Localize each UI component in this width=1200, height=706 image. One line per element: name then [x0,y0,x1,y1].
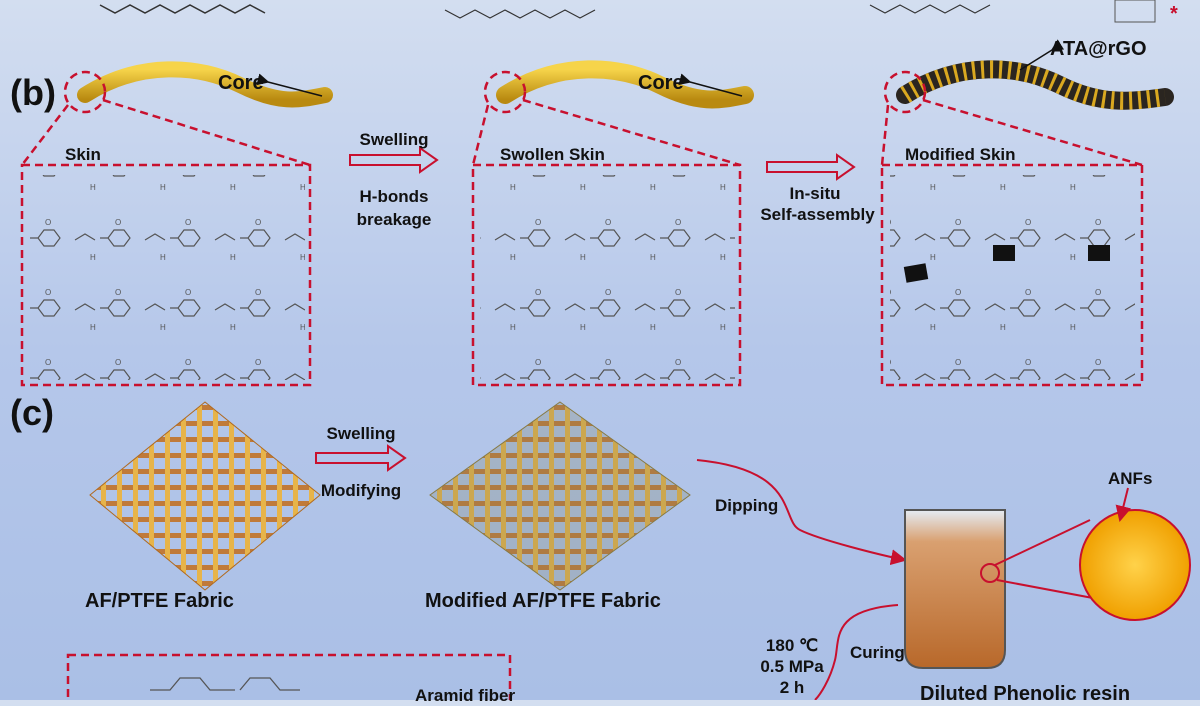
core-label-2: Core [638,72,684,94]
resin-label: Diluted Phenolic resin [920,683,1131,705]
fabric-2-label: Modified AF/PTFE Fabric [425,590,661,612]
curing-label: Curing [850,643,905,662]
fabric-1-image [89,401,321,591]
fabric-1-label: AF/PTFE Fabric [85,590,234,612]
temperature-label: 180 ℃ [765,636,819,655]
pressure-label: 0.5 MPa [760,657,824,676]
modified-skin-label: Modified Skin [905,145,1016,164]
skin-structure [30,175,305,380]
fiber-1 [77,61,333,108]
swollen-skin-structure [480,175,735,380]
ata-rgo-label: ATA@rGO [1050,38,1147,60]
anfs-label: ANFs [1108,469,1153,488]
beaker-icon [904,509,1006,669]
hbonds-label: H-bonds [359,187,429,206]
aramid-structure [150,677,300,691]
skin-label: Skin [65,145,101,164]
self-assembly-label: Self-assembly [760,205,875,224]
molecule-top-3 [869,4,991,14]
fabric-2-image [429,401,691,591]
molecule-top-1 [99,4,266,14]
swelling-label-c: Swelling [326,424,396,443]
modifying-label: Modifying [320,481,402,500]
in-situ-label: In-situ [789,184,841,203]
dipping-label: Dipping [715,496,779,515]
modified-skin-structure [890,175,1135,380]
core-label-1: Core [218,72,264,94]
aramid-fiber-label: Aramid fiber [415,686,516,705]
svg-text:*: * [1170,3,1178,25]
panel-label-c: (c) [10,392,54,433]
swollen-skin-label: Swollen Skin [500,145,605,164]
fiber-3 [896,60,1174,110]
fiber-3-speckle [900,60,1167,110]
rgo-sheets [903,245,1110,283]
triazole-box [1114,0,1156,23]
fiber-2 [496,60,754,109]
swelling-label: Swelling [359,130,429,149]
time-label: 2 h [779,678,805,697]
molecule-top-2 [444,9,596,19]
breakage-label: breakage [356,210,432,229]
panel-label-b: (b) [10,72,56,113]
anf-magnified [1079,509,1191,621]
